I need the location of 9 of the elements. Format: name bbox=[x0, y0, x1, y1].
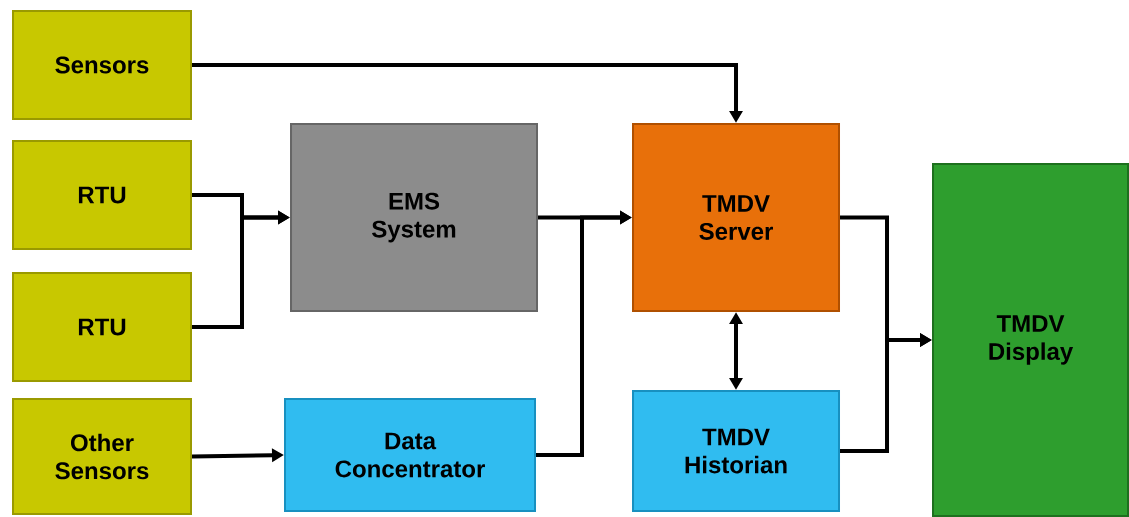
storage-box: TMDV Historian bbox=[632, 390, 840, 512]
source-box: Sensors bbox=[12, 10, 192, 120]
process-box: EMS System bbox=[290, 123, 538, 312]
source-box: Other Sensors bbox=[12, 398, 192, 515]
source-box: RTU bbox=[12, 140, 192, 250]
source-box: RTU bbox=[12, 272, 192, 382]
display-box: TMDV Display bbox=[932, 163, 1129, 517]
server-box: TMDV Server bbox=[632, 123, 840, 312]
process-box: Data Concentrator bbox=[284, 398, 536, 512]
